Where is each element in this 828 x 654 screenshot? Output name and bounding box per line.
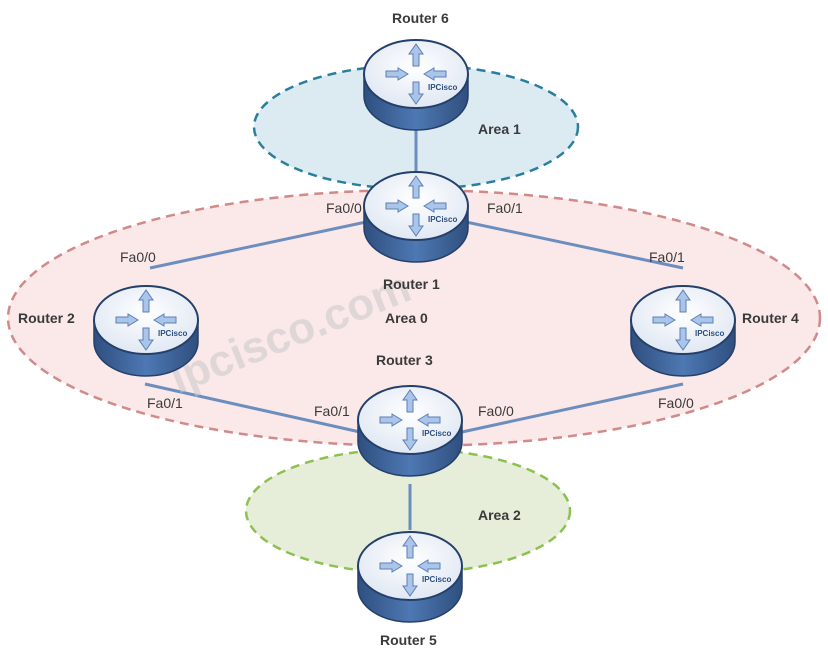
router-brand: IPCisco bbox=[428, 83, 457, 92]
link-r4-r3 bbox=[461, 382, 684, 434]
router-brand: IPCisco bbox=[695, 329, 724, 338]
r1-right-interface: Fa0/1 bbox=[487, 200, 523, 216]
router-1-label: Router 1 bbox=[383, 276, 440, 292]
link-r2-r3 bbox=[144, 382, 361, 434]
router-brand: IPCisco bbox=[158, 329, 187, 338]
router-4-label: Router 4 bbox=[742, 310, 799, 326]
router-brand: IPCisco bbox=[422, 575, 451, 584]
r3-left-interface: Fa0/1 bbox=[314, 403, 350, 419]
r2-bottom-interface: Fa0/1 bbox=[147, 395, 183, 411]
router-6-label: Router 6 bbox=[392, 10, 449, 26]
r4-top-interface: Fa0/1 bbox=[649, 249, 685, 265]
r4-bottom-interface: Fa0/0 bbox=[658, 395, 694, 411]
router-2-label: Router 2 bbox=[18, 310, 75, 326]
router-3[interactable]: IPCisco bbox=[357, 385, 463, 477]
router-5[interactable]: IPCisco bbox=[357, 531, 463, 623]
router-5-label: Router 5 bbox=[380, 632, 437, 648]
r2-top-interface: Fa0/0 bbox=[120, 249, 156, 265]
router-1[interactable]: IPCisco bbox=[363, 171, 469, 263]
r3-right-interface: Fa0/0 bbox=[478, 403, 514, 419]
router-brand: IPCisco bbox=[422, 429, 451, 438]
r1-left-interface: Fa0/0 bbox=[326, 200, 362, 216]
router-brand: IPCisco bbox=[428, 215, 457, 224]
router-3-label: Router 3 bbox=[376, 352, 433, 368]
router-4[interactable]: IPCisco bbox=[630, 285, 736, 377]
link-r1-r4 bbox=[465, 220, 684, 270]
area-0-label: Area 0 bbox=[385, 310, 428, 326]
router-6[interactable]: IPCisco bbox=[363, 39, 469, 131]
link-r1-r2 bbox=[149, 220, 367, 270]
router-2[interactable]: IPCisco bbox=[93, 285, 199, 377]
area-2-label: Area 2 bbox=[478, 507, 521, 523]
area-1-label: Area 1 bbox=[478, 121, 521, 137]
